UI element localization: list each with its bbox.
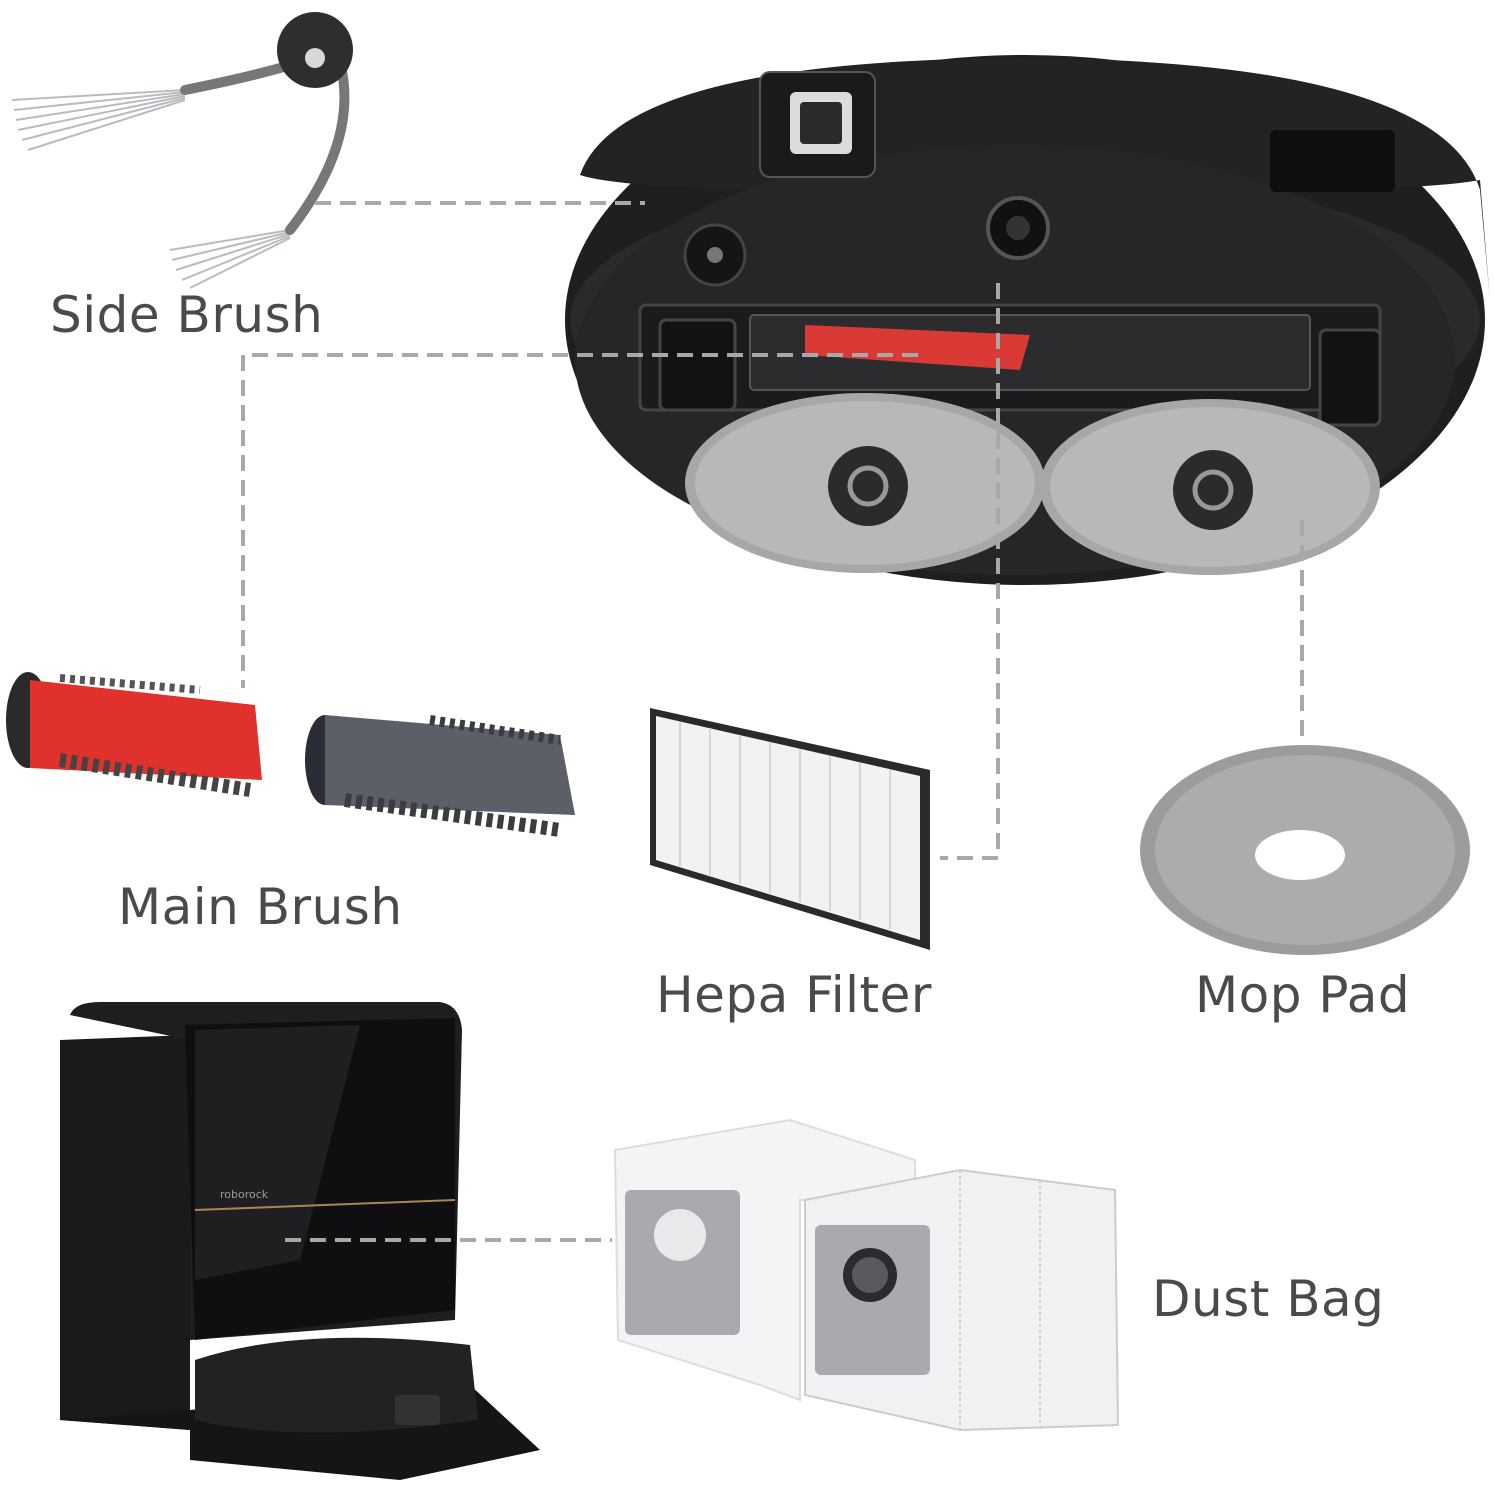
hepa-filter-label: Hepa Filter xyxy=(656,966,932,1024)
station-brand-text: roborock xyxy=(220,1188,269,1201)
main-brush-label: Main Brush xyxy=(118,878,403,936)
mop-pad-label: Mop Pad xyxy=(1195,966,1411,1024)
hepa-filter-leader-line xyxy=(940,283,1000,860)
dust-bag-label: Dust Bag xyxy=(1152,1270,1385,1328)
main-brush-leader-line xyxy=(241,353,918,688)
side-brush-label: Side Brush xyxy=(50,286,324,344)
